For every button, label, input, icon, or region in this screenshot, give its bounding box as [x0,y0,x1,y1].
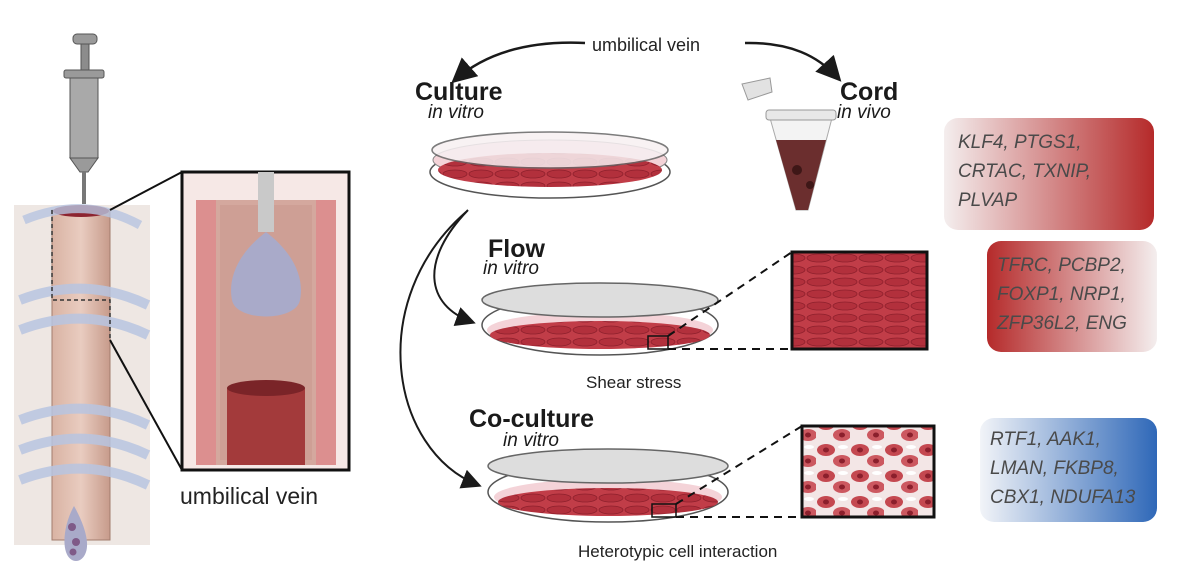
left-umbilical-vein-label: umbilical vein [180,483,319,509]
gene-line: KLF4, PTGS1, [958,132,1082,153]
coculture-zoom-line-top [675,425,803,505]
gene-box-coculture-bg [980,418,1157,522]
flow-title: Flow [488,235,545,263]
flow-petri-dish-icon [481,282,719,356]
top-umbilical-vein-label: umbilical vein [592,35,701,55]
cord-subtitle: in vivo [837,102,891,123]
gene-box-coculture: RTF1, AAK1, LMAN, FKBP8, CBX1, NDUFA13 [980,418,1157,522]
gene-box-cord: KLF4, PTGS1, CRTAC, TXNIP, PLVAP [944,118,1154,230]
vein-zoom-panel [180,170,351,472]
coculture-petri-dish-icon [487,448,729,523]
gene-box-cord-bg [944,118,1154,230]
arrow-to-cord [744,41,842,82]
arrow-to-culture [451,41,586,84]
gene-line: PLVAP [958,190,1018,211]
gene-box-flow: TFRC, PCBP2, FOXP1, NRP1, ZFP36L2, ENG [987,241,1157,352]
coculture-subtitle: in vitro [503,430,559,451]
petri-dish-icon [429,131,671,199]
arrow-to-flow [433,209,476,326]
culture-title: Culture [415,78,503,106]
culture-subtitle: in vitro [428,102,484,123]
coculture-title: Co-culture [469,405,594,433]
gene-line: LMAN, FKBP8, [990,458,1119,479]
syringe-icon [63,33,105,204]
gene-box-flow-bg [987,241,1157,352]
gene-line: ZFP36L2, ENG [997,313,1127,334]
gene-line: RTF1, AAK1, [990,429,1101,450]
coculture-caption: Heterotypic cell interaction [578,542,778,561]
umbilical-cord-illustration [14,204,151,545]
zoom-line-bottom [109,339,183,471]
microtube-icon [741,77,837,211]
coculture-zoom-panel [800,424,936,519]
flow-zoom-line-top [667,251,793,337]
gene-line: CRTAC, TXNIP, [958,161,1092,182]
gene-line: CBX1, NDUFA13 [990,487,1136,508]
cell-droplet-icon [64,506,88,561]
flow-subtitle: in vitro [483,258,539,279]
gene-line: TFRC, PCBP2, [997,255,1126,276]
flow-zoom-panel [790,250,929,351]
cord-title: Cord [840,78,899,106]
flow-caption: Shear stress [586,373,682,392]
zoom-line-top [109,171,183,211]
gene-line: FOXP1, NRP1, [997,284,1126,305]
arrow-to-coculture [399,211,482,489]
